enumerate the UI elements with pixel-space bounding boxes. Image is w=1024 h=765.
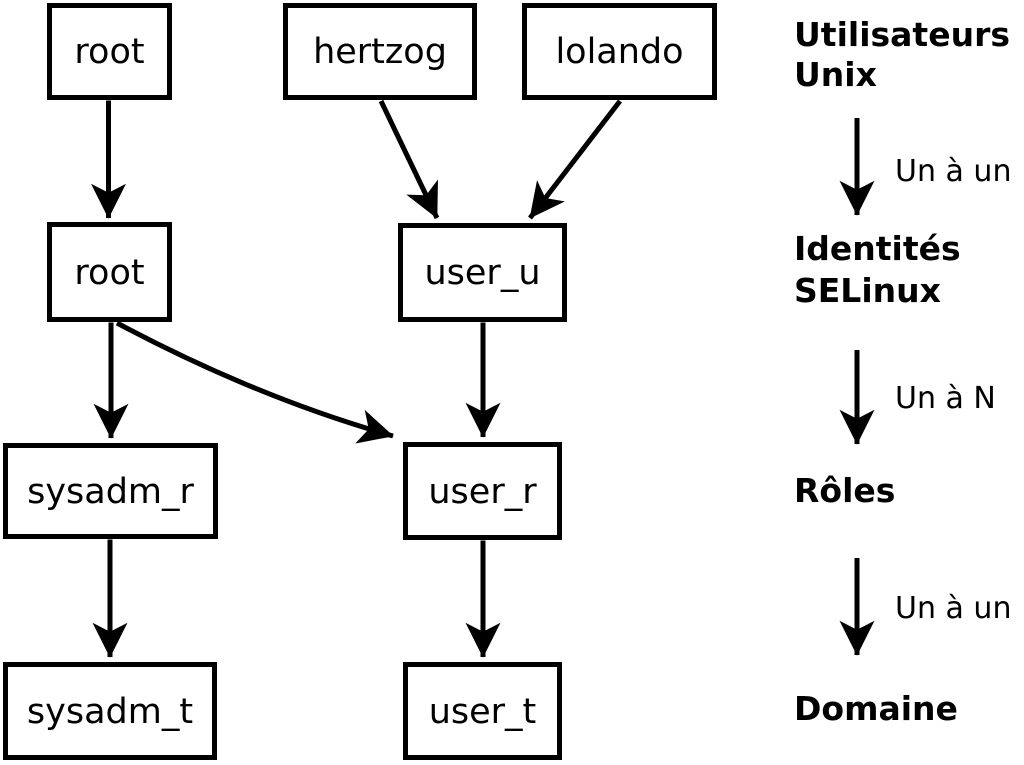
node-box-role-sysadm-r — [3, 443, 218, 539]
node-box-unix-hertzog — [283, 3, 477, 100]
node-label-unix-root: root — [74, 32, 144, 72]
node-label-unix-hertzog: hertzog — [313, 32, 447, 72]
node-box-unix-lolando — [522, 3, 717, 100]
legend-mapping-identities-to-roles: Un à N — [895, 381, 996, 416]
node-label-selinux-user-u: user_u — [424, 253, 540, 293]
legend-mapping-users-to-identities: Un à un — [895, 154, 1011, 189]
node-box-selinux-user-u — [398, 223, 567, 322]
legend-mapping-roles-to-domains: Un à un — [895, 591, 1011, 626]
node-label-role-user-r: user_r — [428, 472, 537, 512]
legend-heading-unix-users-line2: Unix — [794, 55, 877, 94]
node-box-domain-sysadm-t — [3, 662, 217, 760]
node-box-domain-user-t — [403, 662, 562, 760]
node-label-domain-sysadm-t: sysadm_t — [27, 692, 193, 732]
legend-heading-domain: Domaine — [794, 689, 958, 728]
node-label-selinux-root: root — [74, 253, 144, 293]
legend-heading-selinux-identities-line1: Identités — [794, 229, 961, 268]
node-box-selinux-root — [47, 222, 172, 322]
node-label-unix-lolando: lolando — [555, 32, 683, 72]
edge-lolando-to-user-u — [528, 99, 622, 220]
node-label-domain-user-t: user_t — [429, 692, 537, 732]
node-box-unix-root — [47, 3, 172, 100]
legend-heading-selinux-identities-line2: SELinux — [794, 271, 941, 310]
edge-selinux-root-to-user-r — [115, 320, 394, 444]
legend-heading-roles: Rôles — [794, 471, 895, 510]
legend-heading-unix-users-line1: Utilisateurs — [794, 15, 1010, 54]
edge-hertzog-to-user-u — [378, 99, 440, 220]
node-label-role-sysadm-r: sysadm_r — [27, 472, 194, 512]
node-box-role-user-r — [403, 442, 562, 540]
